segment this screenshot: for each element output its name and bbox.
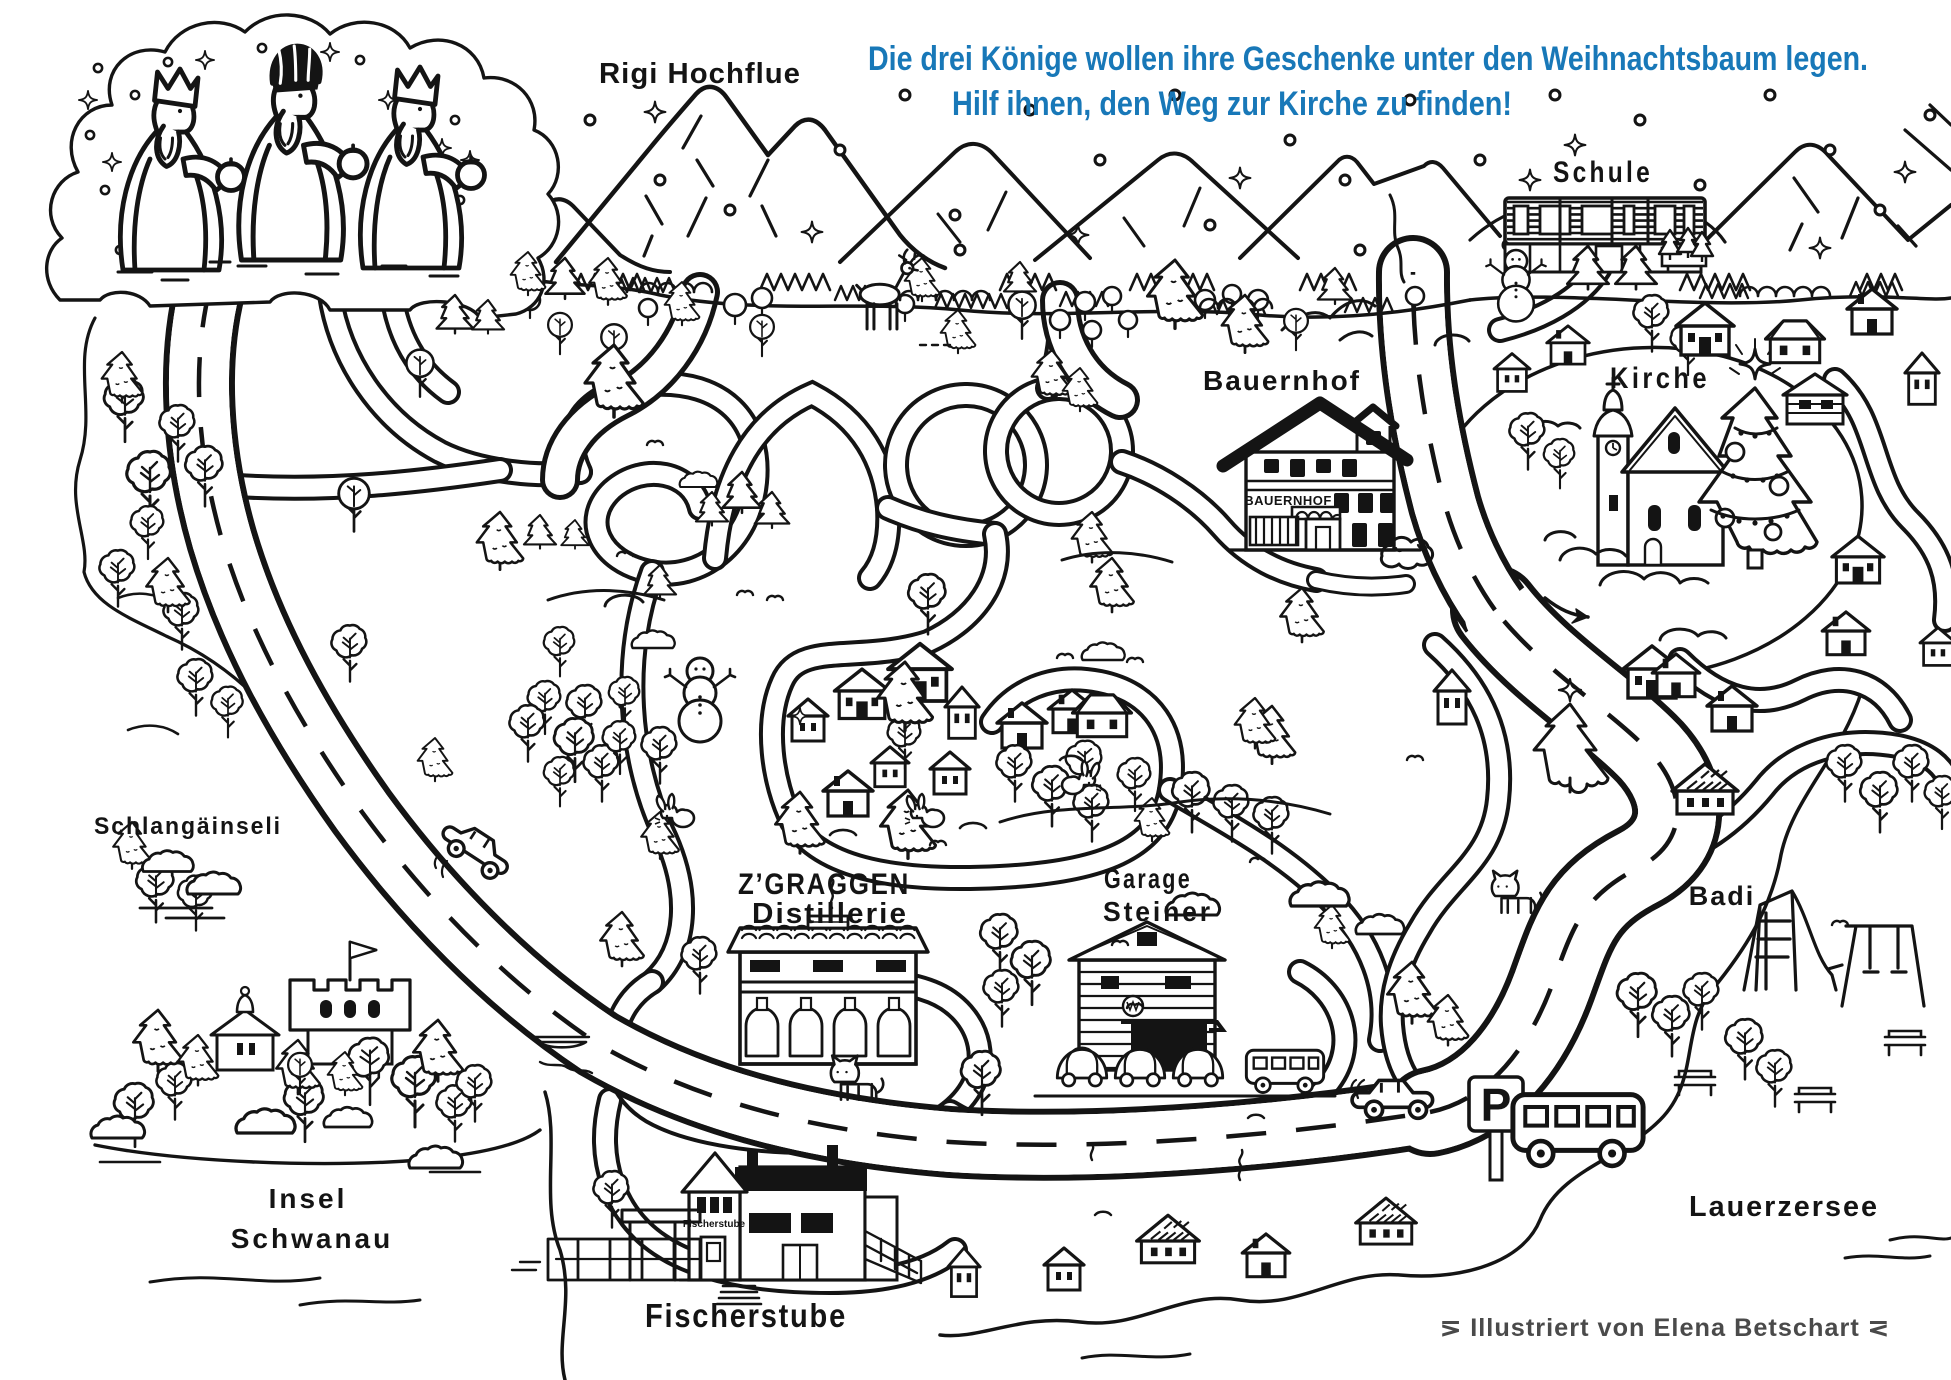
svg-text:Die drei Könige wollen ihre Ge: Die drei Könige wollen ihre Geschenke un…: [868, 40, 1868, 78]
svg-text:BAUERNHOF: BAUERNHOF: [1244, 493, 1332, 508]
svg-text:Schule: Schule: [1553, 156, 1653, 189]
svg-text:Hilf ihnen, den Weg zur Kirche: Hilf ihnen, den Weg zur Kirche zu finden…: [952, 85, 1512, 123]
svg-text:Kirche: Kirche: [1610, 362, 1710, 395]
svg-text:⋝ Illustriert von Elena Betsch: ⋝ Illustriert von Elena Betschart ⋜: [1440, 1314, 1890, 1342]
svg-text:P: P: [1481, 1079, 1512, 1131]
svg-text:Schwanau: Schwanau: [231, 1223, 393, 1254]
svg-text:Z’GRAGGEN: Z’GRAGGEN: [738, 868, 910, 901]
svg-text:Schlangäinseli: Schlangäinseli: [94, 813, 282, 840]
svg-text:Bauernhof: Bauernhof: [1203, 365, 1361, 396]
svg-text:Rigi Hochflue: Rigi Hochflue: [599, 58, 801, 90]
svg-text:Steiner: Steiner: [1103, 896, 1213, 927]
svg-text:Fischerstube: Fischerstube: [683, 1219, 746, 1230]
svg-text:Insel: Insel: [269, 1183, 348, 1214]
svg-text:Lauerzersee: Lauerzersee: [1689, 1191, 1879, 1223]
svg-text:Garage: Garage: [1104, 863, 1192, 894]
svg-text:Badi: Badi: [1689, 881, 1756, 911]
svg-text:Fischerstube: Fischerstube: [645, 1297, 847, 1334]
svg-text:Distillerie: Distillerie: [752, 898, 908, 930]
